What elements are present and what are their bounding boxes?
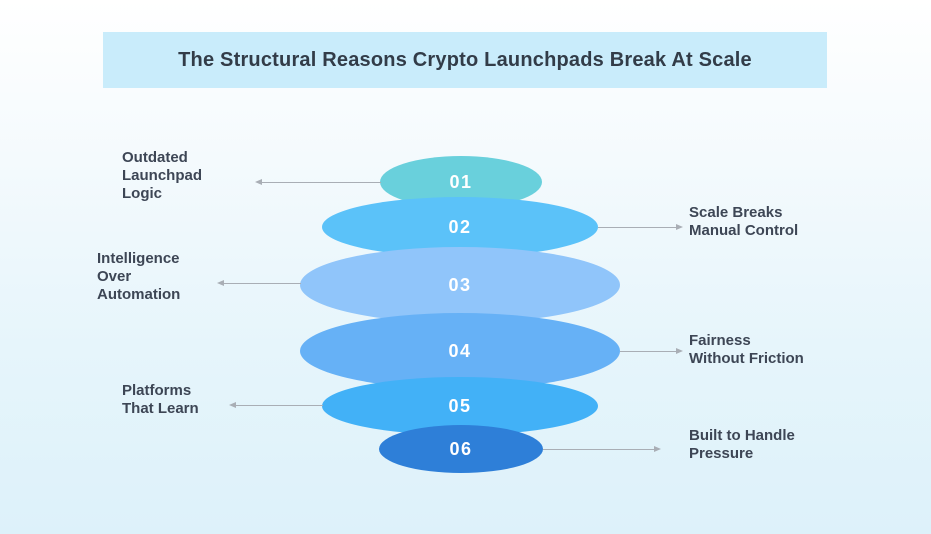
level-label-01: Outdated Launchpad Logic	[122, 149, 203, 202]
level-number-01: 01	[449, 171, 473, 192]
page-title: The Structural Reasons Crypto Launchpads…	[178, 48, 752, 71]
level-number-05: 05	[448, 395, 472, 416]
connector-arrow-02	[598, 224, 683, 230]
funnel-level-03: 03	[300, 247, 620, 323]
level-number-06: 06	[449, 438, 473, 459]
level-label-03: Intelligence Over Automation	[97, 250, 181, 303]
level-label-04: Fairness Without Friction	[689, 332, 804, 367]
connector-arrow-05	[229, 402, 323, 408]
connector-arrow-01	[255, 179, 381, 185]
level-number-04: 04	[448, 340, 472, 361]
connector-arrow-04	[620, 348, 683, 354]
funnel-level-06: 06	[379, 425, 543, 473]
funnel-level-04: 04	[300, 313, 620, 389]
level-label-05: Platforms That Learn	[122, 382, 199, 417]
level-label-02: Scale Breaks Manual Control	[689, 204, 799, 239]
level-number-02: 02	[448, 216, 472, 237]
title-banner: The Structural Reasons Crypto Launchpads…	[103, 32, 827, 88]
connector-arrow-06	[543, 446, 661, 452]
level-number-03: 03	[448, 274, 472, 295]
level-label-06: Built to Handle Pressure	[689, 427, 795, 462]
connector-arrow-03	[217, 280, 301, 286]
